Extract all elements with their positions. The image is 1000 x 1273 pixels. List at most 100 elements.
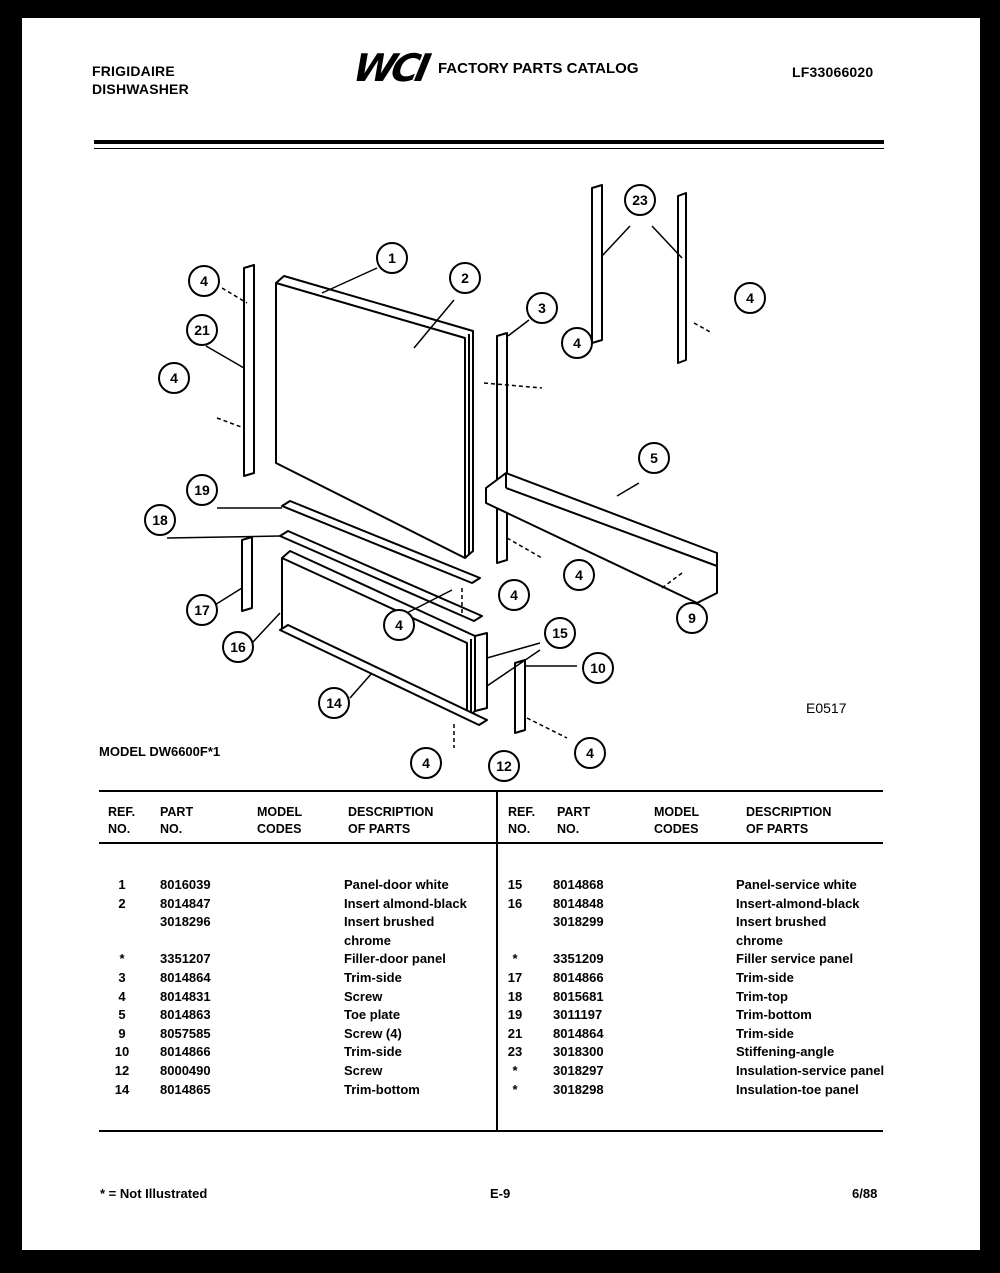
left-row-desc: Insert almond-black	[344, 895, 467, 911]
model-label: MODEL DW6600F*1	[99, 744, 221, 759]
callout-4-b: 4	[734, 282, 766, 314]
right-row-desc: Stiffening-angle	[736, 1044, 835, 1060]
left-row-ref: 4	[118, 988, 126, 1004]
table-header-rule	[99, 842, 883, 844]
callout-10: 10	[582, 652, 614, 684]
left-row-desc: Screw	[344, 1063, 383, 1078]
header-rule	[94, 140, 884, 144]
callout-4-d: 4	[158, 362, 190, 394]
page-number: E-9	[490, 1186, 511, 1201]
callout-21: 21	[186, 314, 218, 346]
callout-9: 9	[676, 602, 708, 634]
right-row-desc: Insert-almond-black	[736, 895, 860, 911]
callout-5: 5	[638, 442, 670, 474]
left-row-desc: chrome	[344, 932, 391, 948]
right-row-part: 8014864	[553, 1025, 604, 1041]
left-row-desc: Screw	[344, 988, 383, 1004]
left-row-desc: Toe plate	[344, 1007, 401, 1023]
left-row-ref: *	[119, 951, 125, 967]
left-row-part: 8014864	[160, 970, 211, 985]
exploded-parts-diagram: 4 1 2 3 23 4 21 4 4 5 19 18 4 4 17 4 9 1…	[144, 184, 766, 782]
left-row-part: 3018296	[160, 914, 211, 930]
right-row-ref: 17	[507, 970, 523, 985]
right-row-part: 3011197	[553, 1007, 603, 1023]
left-row-ref: 12	[114, 1063, 130, 1078]
right-row-part: 3351209	[553, 951, 604, 967]
right-row-desc: Trim-bottom	[736, 1007, 812, 1023]
left-row-ref: 3	[118, 970, 126, 985]
left-row-ref: 1	[118, 877, 126, 892]
right-row-desc: Trim-side	[736, 970, 794, 985]
callout-4-g: 4	[383, 609, 415, 641]
callout-3: 3	[526, 292, 558, 324]
callout-17: 17	[186, 594, 218, 626]
trim-side-17-part	[241, 536, 253, 612]
right-row-part: 3018298	[553, 1081, 604, 1097]
left-row-part: 8014863	[160, 1007, 211, 1023]
right-row-desc: Panel-service white	[736, 877, 857, 892]
svg-text:4: 4	[575, 567, 583, 583]
svg-text:9: 9	[688, 610, 696, 626]
svg-text:17: 17	[194, 602, 210, 618]
right-row-desc: Filler service panel	[736, 951, 854, 967]
svg-text:4: 4	[200, 273, 208, 289]
right-row-ref: 15	[507, 877, 523, 892]
right-row-ref: 19	[507, 1007, 523, 1023]
catalog-page: FRIGIDAIRE DISHWASHER WCI FACTORY PARTS …	[22, 18, 980, 1250]
right-row-ref: 23	[507, 1044, 523, 1060]
callout-4-a: 4	[188, 265, 220, 297]
right-row-desc: Insulation-service panel	[736, 1063, 885, 1078]
callout-4-e: 4	[563, 559, 595, 591]
callout-4-h: 4	[574, 737, 606, 769]
table-bottom-rule	[99, 1130, 883, 1132]
callout-23: 23	[624, 184, 656, 216]
col-description: DESCRIPTION OF PARTS	[348, 805, 434, 836]
left-row-desc: Filler-door panel	[344, 951, 446, 967]
left-row-desc: Insert brushed	[344, 914, 435, 930]
right-row-part: 3018299	[553, 914, 604, 930]
trim-side-right-part	[496, 332, 508, 564]
svg-text:23: 23	[632, 192, 648, 208]
left-row-ref: 2	[118, 895, 126, 911]
catalog-number: LF33066020	[792, 64, 874, 80]
svg-text:18: 18	[152, 512, 168, 528]
left-row-part: 8014866	[160, 1044, 211, 1060]
callout-15: 15	[544, 617, 576, 649]
svg-text:4: 4	[170, 370, 178, 386]
right-row-ref: *	[512, 951, 518, 967]
right-row-part: 8014868	[553, 877, 604, 892]
svg-text:4: 4	[395, 617, 403, 633]
table-divider	[496, 790, 498, 1132]
callout-18: 18	[144, 504, 176, 536]
left-row-ref: 9	[118, 1025, 126, 1041]
callout-19: 19	[186, 474, 218, 506]
svg-text:21: 21	[194, 322, 210, 338]
callout-4-i: 4	[410, 747, 442, 779]
left-row-part: 8014865	[160, 1081, 211, 1097]
trim-bottom-14-part	[279, 624, 488, 726]
right-row-ref: 21	[507, 1025, 523, 1041]
left-row-part: 3351207	[160, 951, 211, 967]
stiffening-angle-part	[591, 184, 603, 344]
col-model-codes: MODEL CODES	[257, 805, 303, 836]
left-row-ref: 10	[114, 1044, 130, 1060]
stiffening-angle-part-2	[677, 192, 687, 364]
svg-text:5: 5	[650, 450, 658, 466]
right-row-part: 8014866	[553, 970, 604, 985]
svg-text:19: 19	[194, 482, 210, 498]
col-ref-no-2: REF. NO.	[508, 805, 536, 836]
svg-text:12: 12	[496, 758, 512, 774]
right-row-ref: 18	[507, 988, 523, 1004]
left-row-ref: 14	[114, 1081, 130, 1097]
svg-text:4: 4	[510, 587, 518, 603]
col-description-2: DESCRIPTION OF PARTS	[746, 805, 832, 836]
left-row-desc: Panel-door white	[344, 877, 449, 892]
door-panel-part	[275, 282, 466, 559]
col-model-codes-2: MODEL CODES	[654, 805, 700, 836]
left-row-ref: 5	[118, 1007, 126, 1023]
svg-text:1: 1	[388, 250, 396, 266]
right-row-ref: *	[512, 1081, 518, 1097]
revision-date: 6/88	[852, 1186, 878, 1201]
brand-block: FRIGIDAIRE DISHWASHER	[92, 62, 189, 98]
right-row-part: 8014848	[553, 895, 604, 911]
